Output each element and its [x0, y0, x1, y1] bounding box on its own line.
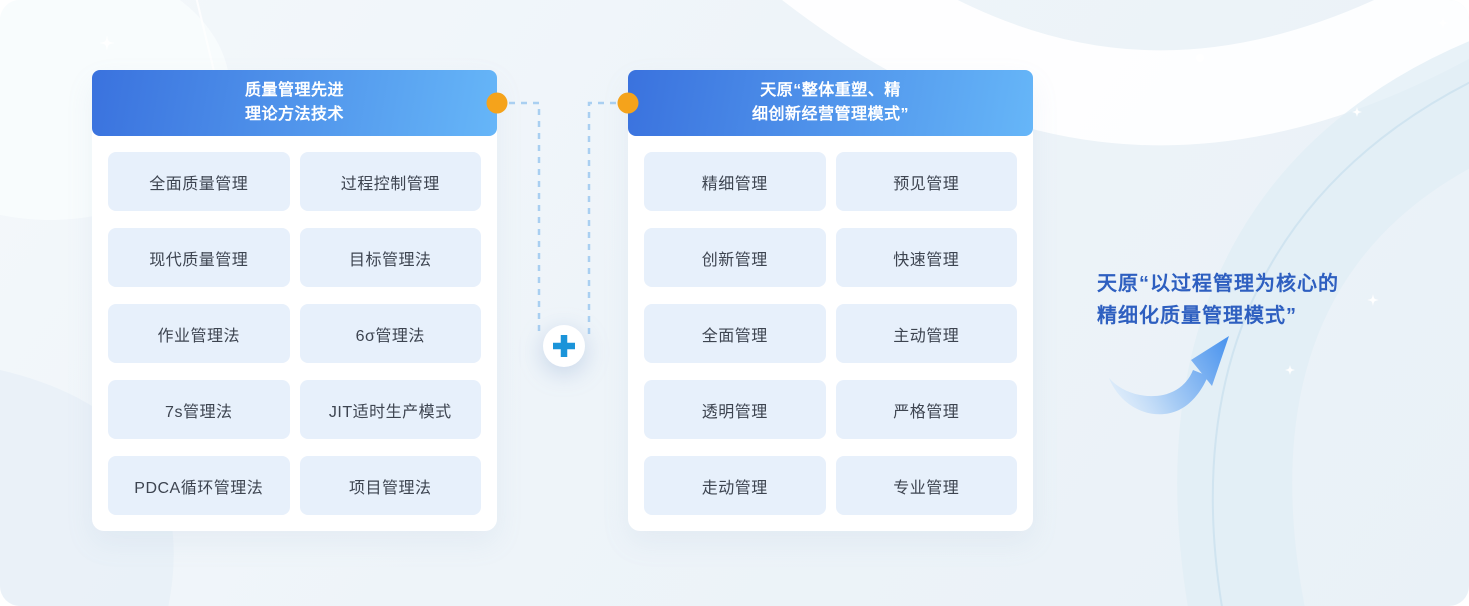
right-panel-cells: 精细管理 预见管理 创新管理 快速管理 全面管理 主动管理 透明管理 严格管理 …	[628, 136, 1033, 531]
dashed-line-left	[497, 101, 541, 337]
left-panel-cells: 全面质量管理 过程控制管理 现代质量管理 目标管理法 作业管理法 6σ管理法 7…	[92, 136, 497, 531]
mode-cell: 预见管理	[835, 152, 1017, 211]
method-cell: 现代质量管理	[108, 228, 290, 287]
method-cell: 项目管理法	[299, 456, 481, 515]
mode-cell: 全面管理	[644, 304, 826, 363]
plus-icon	[543, 325, 585, 367]
mode-cell: 透明管理	[644, 380, 826, 439]
right-panel-title-line1: 天原“整体重塑、精	[760, 82, 901, 99]
result-line1: 天原“以过程管理为核心的	[1097, 273, 1339, 295]
left-panel-title-line2: 理论方法技术	[244, 106, 344, 123]
mode-cell: 专业管理	[835, 456, 1017, 515]
method-cell: 作业管理法	[108, 304, 290, 363]
method-cell: 7s管理法	[108, 380, 290, 439]
method-cell: PDCA循环管理法	[108, 456, 290, 515]
right-panel: 天原“整体重塑、精 细创新经营管理模式” 精细管理 预见管理 创新管理 快速管理…	[628, 70, 1033, 531]
method-cell: 目标管理法	[299, 228, 481, 287]
mode-cell: 创新管理	[644, 228, 826, 287]
result-line2: 精细化质量管理模式”	[1097, 305, 1297, 327]
left-panel-title-line1: 质量管理先进	[244, 82, 344, 99]
left-panel-header: 质量管理先进 理论方法技术	[92, 70, 497, 136]
result-text: 天原“以过程管理为核心的 精细化质量管理模式”	[1097, 268, 1339, 332]
mode-cell: 严格管理	[835, 380, 1017, 439]
method-cell: 全面质量管理	[108, 152, 290, 211]
thin-curve	[1211, 81, 1469, 606]
mode-cell: 快速管理	[835, 228, 1017, 287]
right-panel-header: 天原“整体重塑、精 细创新经营管理模式”	[628, 70, 1033, 136]
mode-cell: 精细管理	[644, 152, 826, 211]
left-panel: 质量管理先进 理论方法技术 全面质量管理 过程控制管理 现代质量管理 目标管理法…	[92, 70, 497, 531]
dashed-line-right	[587, 101, 628, 337]
blue-ribbon	[1177, 41, 1469, 606]
mode-cell: 主动管理	[835, 304, 1017, 363]
method-cell: JIT适时生产模式	[299, 380, 481, 439]
mode-cell: 走动管理	[644, 456, 826, 515]
arrow-up-right-icon	[1109, 336, 1229, 415]
method-cell: 6σ管理法	[299, 304, 481, 363]
right-panel-title-line2: 细创新经营管理模式”	[751, 106, 909, 123]
method-cell: 过程控制管理	[299, 152, 481, 211]
